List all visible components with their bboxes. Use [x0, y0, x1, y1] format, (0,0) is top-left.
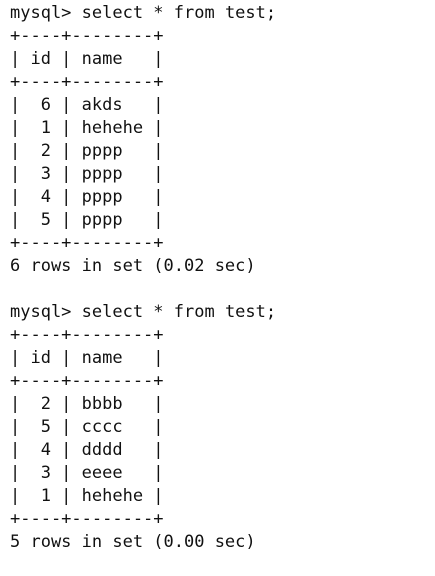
blank-line: [10, 278, 435, 301]
table-header: | id | name |: [10, 348, 164, 368]
mysql-prompt: mysql>: [10, 302, 82, 322]
table-border-header: +----+--------+: [10, 72, 164, 92]
table-row: | 5 | cccc |: [10, 417, 164, 437]
result-summary: 5 rows in set (0.00 sec): [10, 532, 256, 552]
table-row: | 1 | hehehe |: [10, 486, 164, 506]
table-row: | 3 | pppp |: [10, 164, 164, 184]
table-border-header: +----+--------+: [10, 371, 164, 391]
table-row: | 3 | eeee |: [10, 463, 164, 483]
mysql-prompt: mysql>: [10, 3, 82, 23]
table-row: | 5 | pppp |: [10, 210, 164, 230]
table-border-top: +----+--------+: [10, 26, 164, 46]
sql-command: select * from test;: [81, 302, 277, 322]
command-line: mysql> select * from test;: [10, 2, 435, 25]
table-border-bottom: +----+--------+: [10, 509, 164, 529]
table-row: | 4 | dddd |: [10, 440, 164, 460]
sql-command: select * from test;: [81, 3, 277, 23]
result-summary: 6 rows in set (0.02 sec): [10, 256, 256, 276]
table-row: | 2 | bbbb |: [10, 394, 164, 414]
table-border-top: +----+--------+: [10, 325, 164, 345]
table-row: | 4 | pppp |: [10, 187, 164, 207]
table-row: | 1 | hehehe |: [10, 118, 164, 138]
table-header: | id | name |: [10, 49, 164, 69]
table-border-bottom: +----+--------+: [10, 233, 164, 253]
table-row: | 6 | akds |: [10, 95, 164, 115]
table-row: | 2 | pppp |: [10, 141, 164, 161]
command-line: mysql> select * from test;: [10, 301, 435, 324]
